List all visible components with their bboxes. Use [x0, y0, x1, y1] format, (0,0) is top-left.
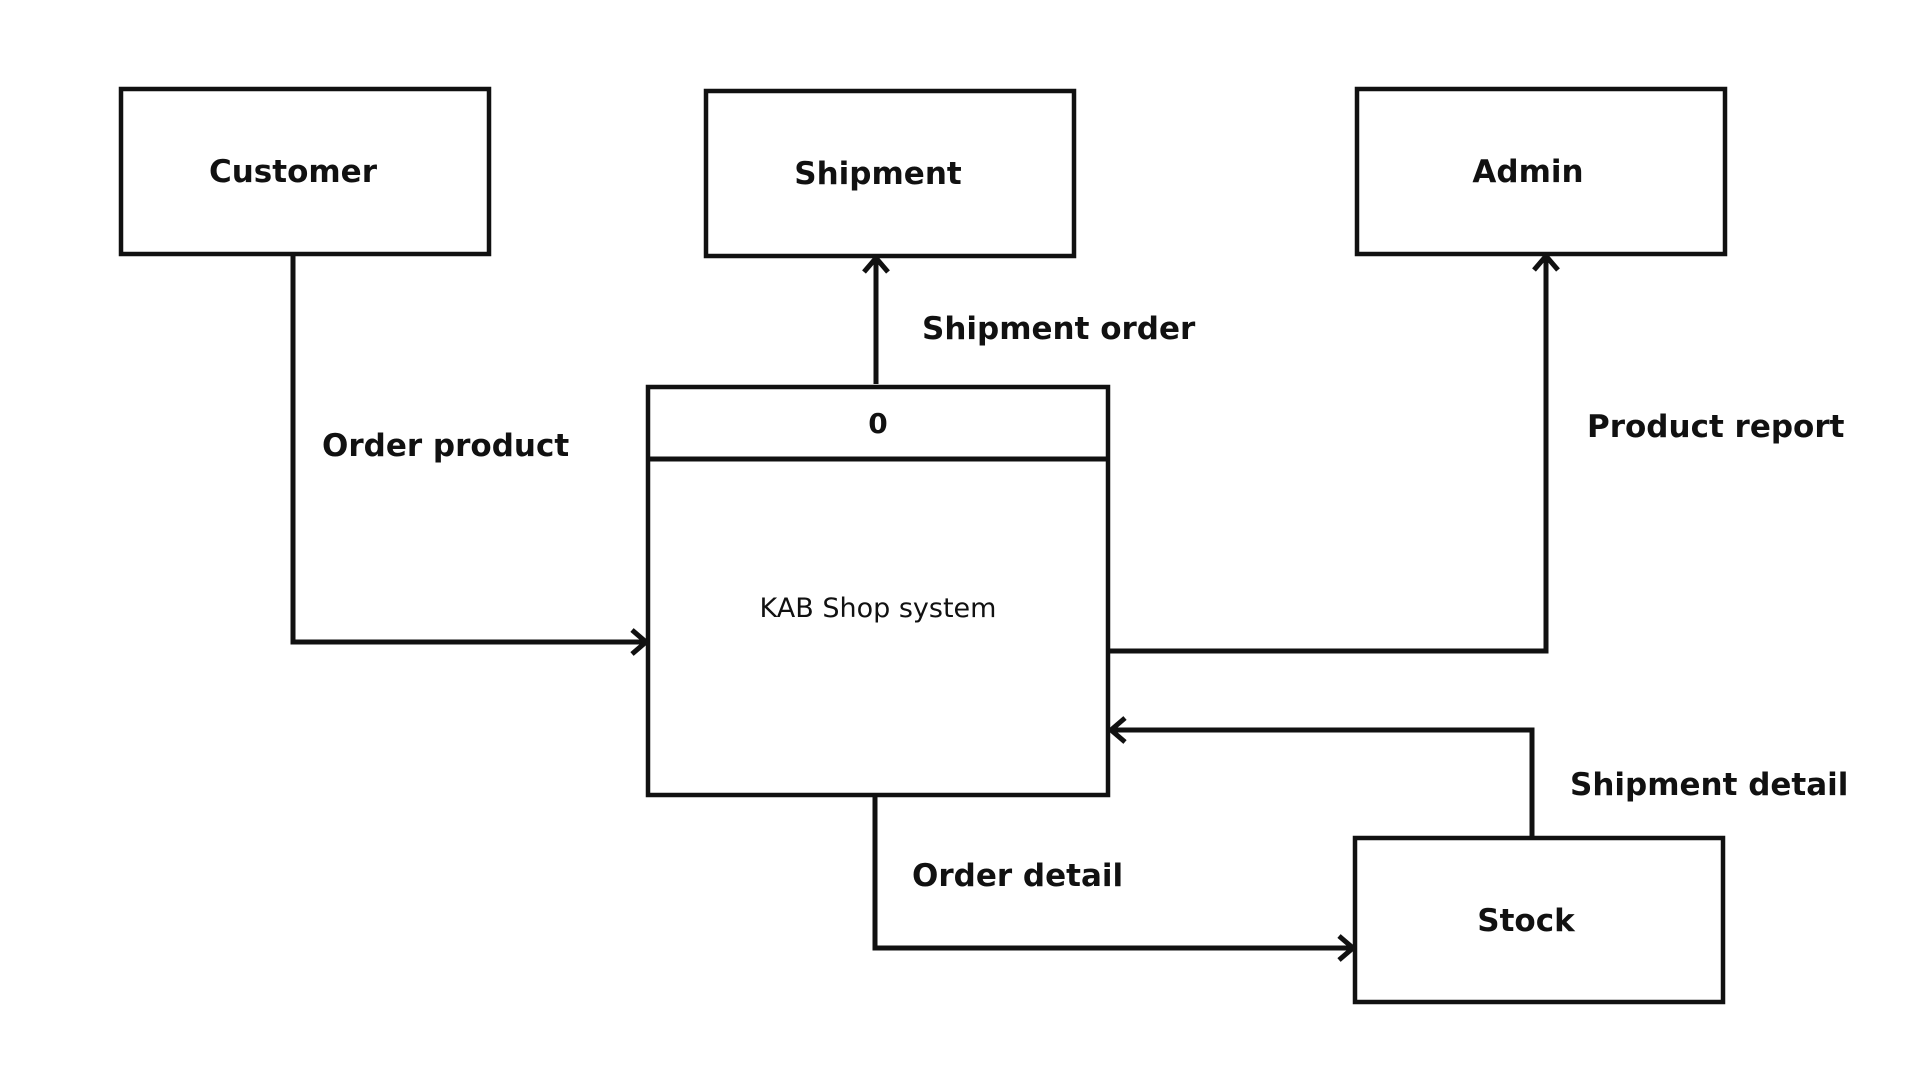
entity-shipment[interactable]: Shipment [703, 88, 1077, 259]
entity-stock-box [1352, 835, 1726, 1005]
entity-customer-label: Customer [209, 154, 378, 190]
arrowhead-up-icon [862, 254, 890, 274]
entity-admin-label: Admin [1472, 154, 1583, 190]
flow-order-product-label: Order product [322, 428, 569, 464]
process-kab-shop[interactable]: 0 KAB Shop system [645, 384, 1111, 798]
entity-admin[interactable]: Admin [1354, 86, 1728, 257]
flow-product-report: Product report [1110, 252, 1845, 654]
flow-order-product: Order product [290, 254, 650, 656]
flow-shipment-detail: Shipment detail [1107, 716, 1848, 836]
arrowhead-up-icon [1532, 252, 1560, 272]
arrowhead-left-icon [1107, 716, 1127, 744]
process-name: KAB Shop system [760, 593, 997, 624]
flow-shipment-order: Shipment order [862, 254, 1196, 384]
entity-customer[interactable]: Customer [118, 86, 492, 257]
entity-shipment-box [703, 88, 1077, 259]
flow-order-product-line [290, 254, 643, 645]
flow-product-report-line [1110, 259, 1549, 654]
entity-stock[interactable]: Stock [1352, 835, 1726, 1005]
arrowhead-right-icon [630, 628, 650, 656]
entity-admin-box [1354, 86, 1728, 257]
flow-order-detail: Order detail [872, 795, 1357, 962]
entity-customer-box [118, 86, 492, 257]
entity-shipment-label: Shipment [794, 156, 962, 192]
flow-product-report-label: Product report [1587, 409, 1845, 445]
flow-shipment-detail-line [1113, 727, 1535, 836]
flow-order-detail-line [872, 795, 1350, 951]
process-id: 0 [868, 407, 887, 440]
flow-order-detail-label: Order detail [912, 858, 1123, 894]
flow-shipment-detail-label: Shipment detail [1570, 767, 1848, 803]
arrowhead-right-icon [1337, 934, 1357, 962]
entity-stock-label: Stock [1477, 903, 1576, 939]
flow-shipment-order-label: Shipment order [922, 311, 1196, 347]
process-box [645, 384, 1111, 798]
